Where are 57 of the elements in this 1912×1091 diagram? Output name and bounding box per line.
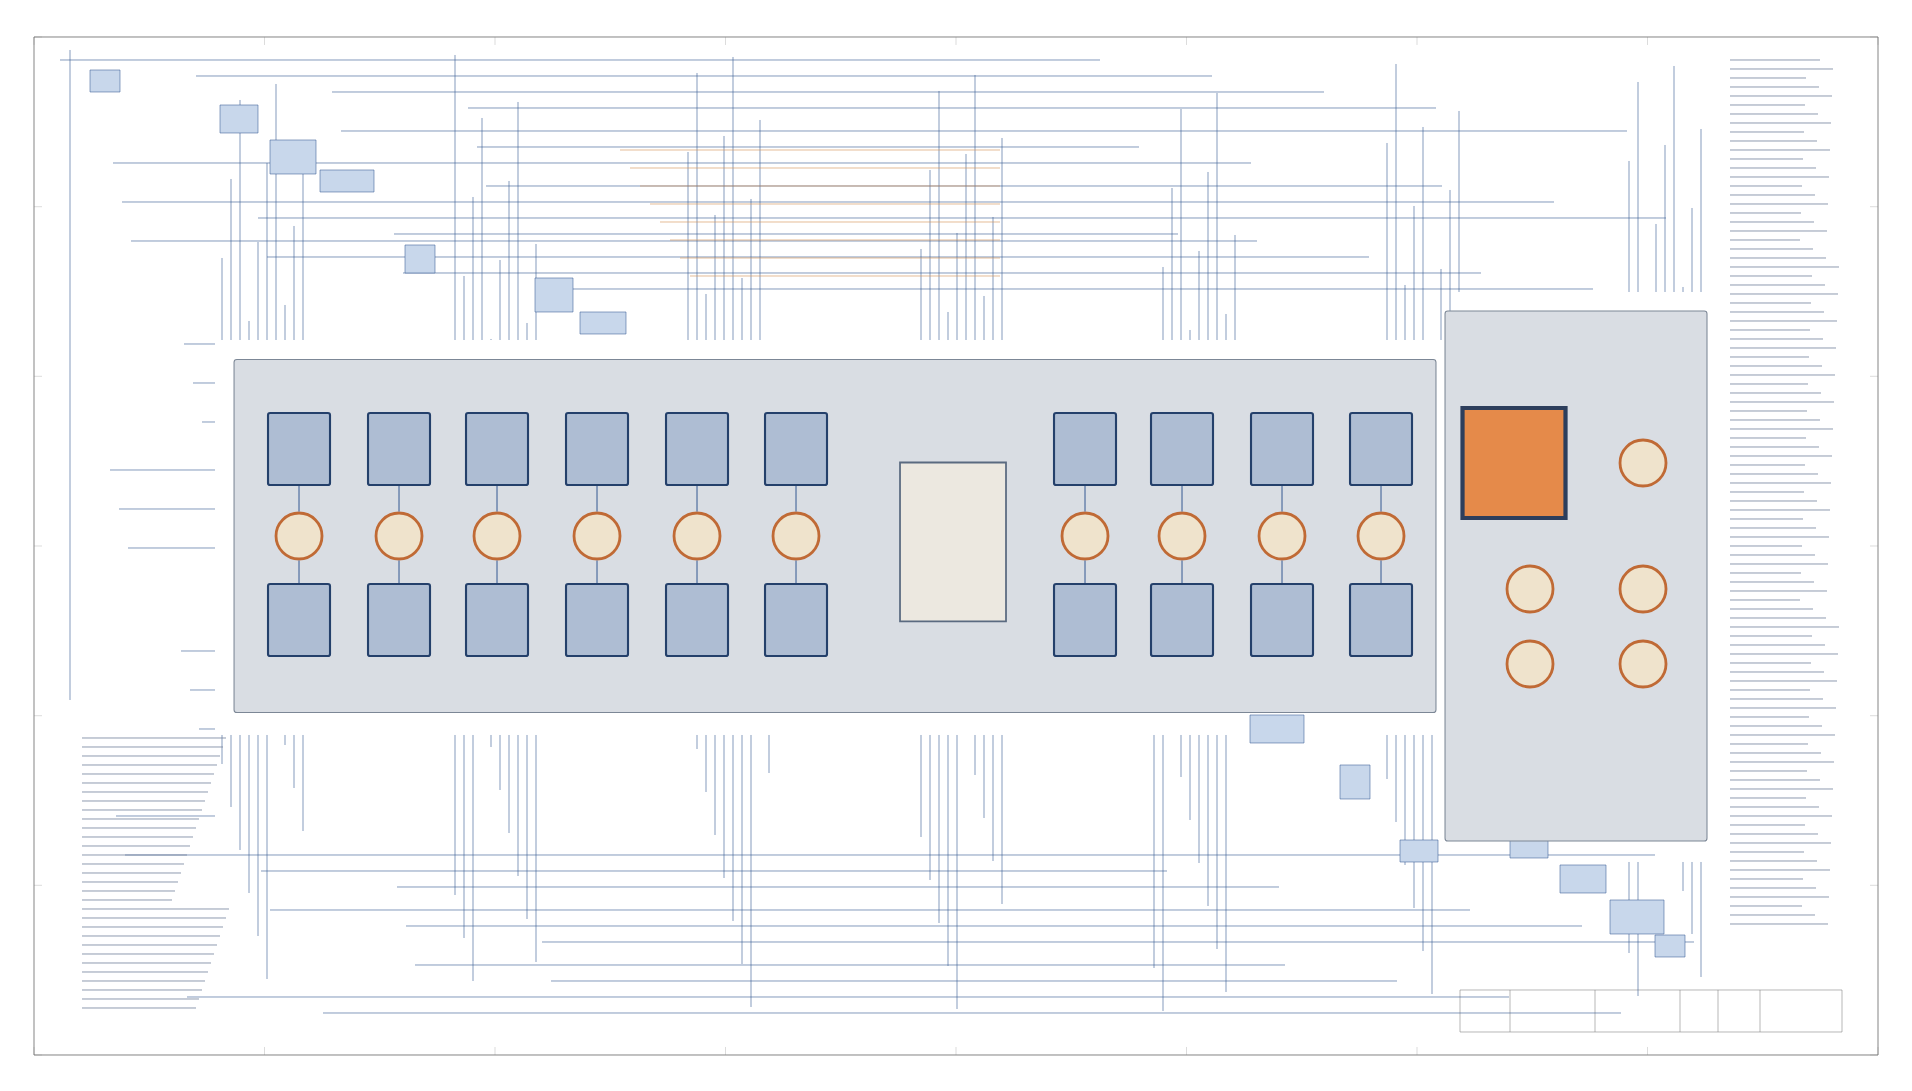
wire — [1380, 559, 1382, 584]
wire — [795, 485, 797, 513]
relay-module — [464, 582, 530, 658]
relay-module — [1149, 582, 1215, 658]
relay-module — [266, 582, 332, 658]
dial-gauge — [1618, 438, 1668, 488]
relay-module — [564, 411, 630, 487]
relay-module — [1249, 582, 1315, 658]
dial-gauge — [1505, 564, 1555, 614]
dial-gauge — [1257, 511, 1307, 561]
dial-gauge — [1505, 639, 1555, 689]
relay-module — [1348, 582, 1414, 658]
wire — [496, 485, 498, 513]
wire — [298, 485, 300, 513]
wire — [398, 485, 400, 513]
dial-gauge — [1618, 639, 1668, 689]
dial-gauge — [374, 511, 424, 561]
relay-module — [664, 411, 730, 487]
dial-gauge — [472, 511, 522, 561]
relay-module — [1052, 411, 1118, 487]
dial-gauge — [274, 511, 324, 561]
wire — [795, 559, 797, 584]
wire — [496, 559, 498, 584]
relay-module — [1249, 411, 1315, 487]
wire — [596, 559, 598, 584]
wire — [1084, 559, 1086, 584]
wire — [298, 559, 300, 584]
wire — [596, 485, 598, 513]
relay-module — [763, 582, 829, 658]
relay-module — [464, 411, 530, 487]
wire — [1380, 485, 1382, 513]
relay-module — [366, 411, 432, 487]
dial-gauge — [572, 511, 622, 561]
relay-module — [763, 411, 829, 487]
wire — [1281, 485, 1283, 513]
wire — [1181, 485, 1183, 513]
relay-module — [366, 582, 432, 658]
relay-module — [1149, 411, 1215, 487]
wire — [1281, 559, 1283, 584]
relay-module — [564, 582, 630, 658]
dial-gauge — [1618, 564, 1668, 614]
relay-module — [1348, 411, 1414, 487]
dial-gauge — [672, 511, 722, 561]
relay-module — [664, 582, 730, 658]
meter-display — [1460, 405, 1568, 521]
dial-gauge — [1060, 511, 1110, 561]
wire — [398, 559, 400, 584]
wire — [1181, 559, 1183, 584]
dial-gauge — [771, 511, 821, 561]
relay-module — [1052, 582, 1118, 658]
dial-gauge — [1356, 511, 1406, 561]
wire — [696, 559, 698, 584]
relay-module — [266, 411, 332, 487]
dial-gauge — [1157, 511, 1207, 561]
controller-unit — [899, 461, 1007, 623]
wire — [696, 485, 698, 513]
wire — [1084, 485, 1086, 513]
